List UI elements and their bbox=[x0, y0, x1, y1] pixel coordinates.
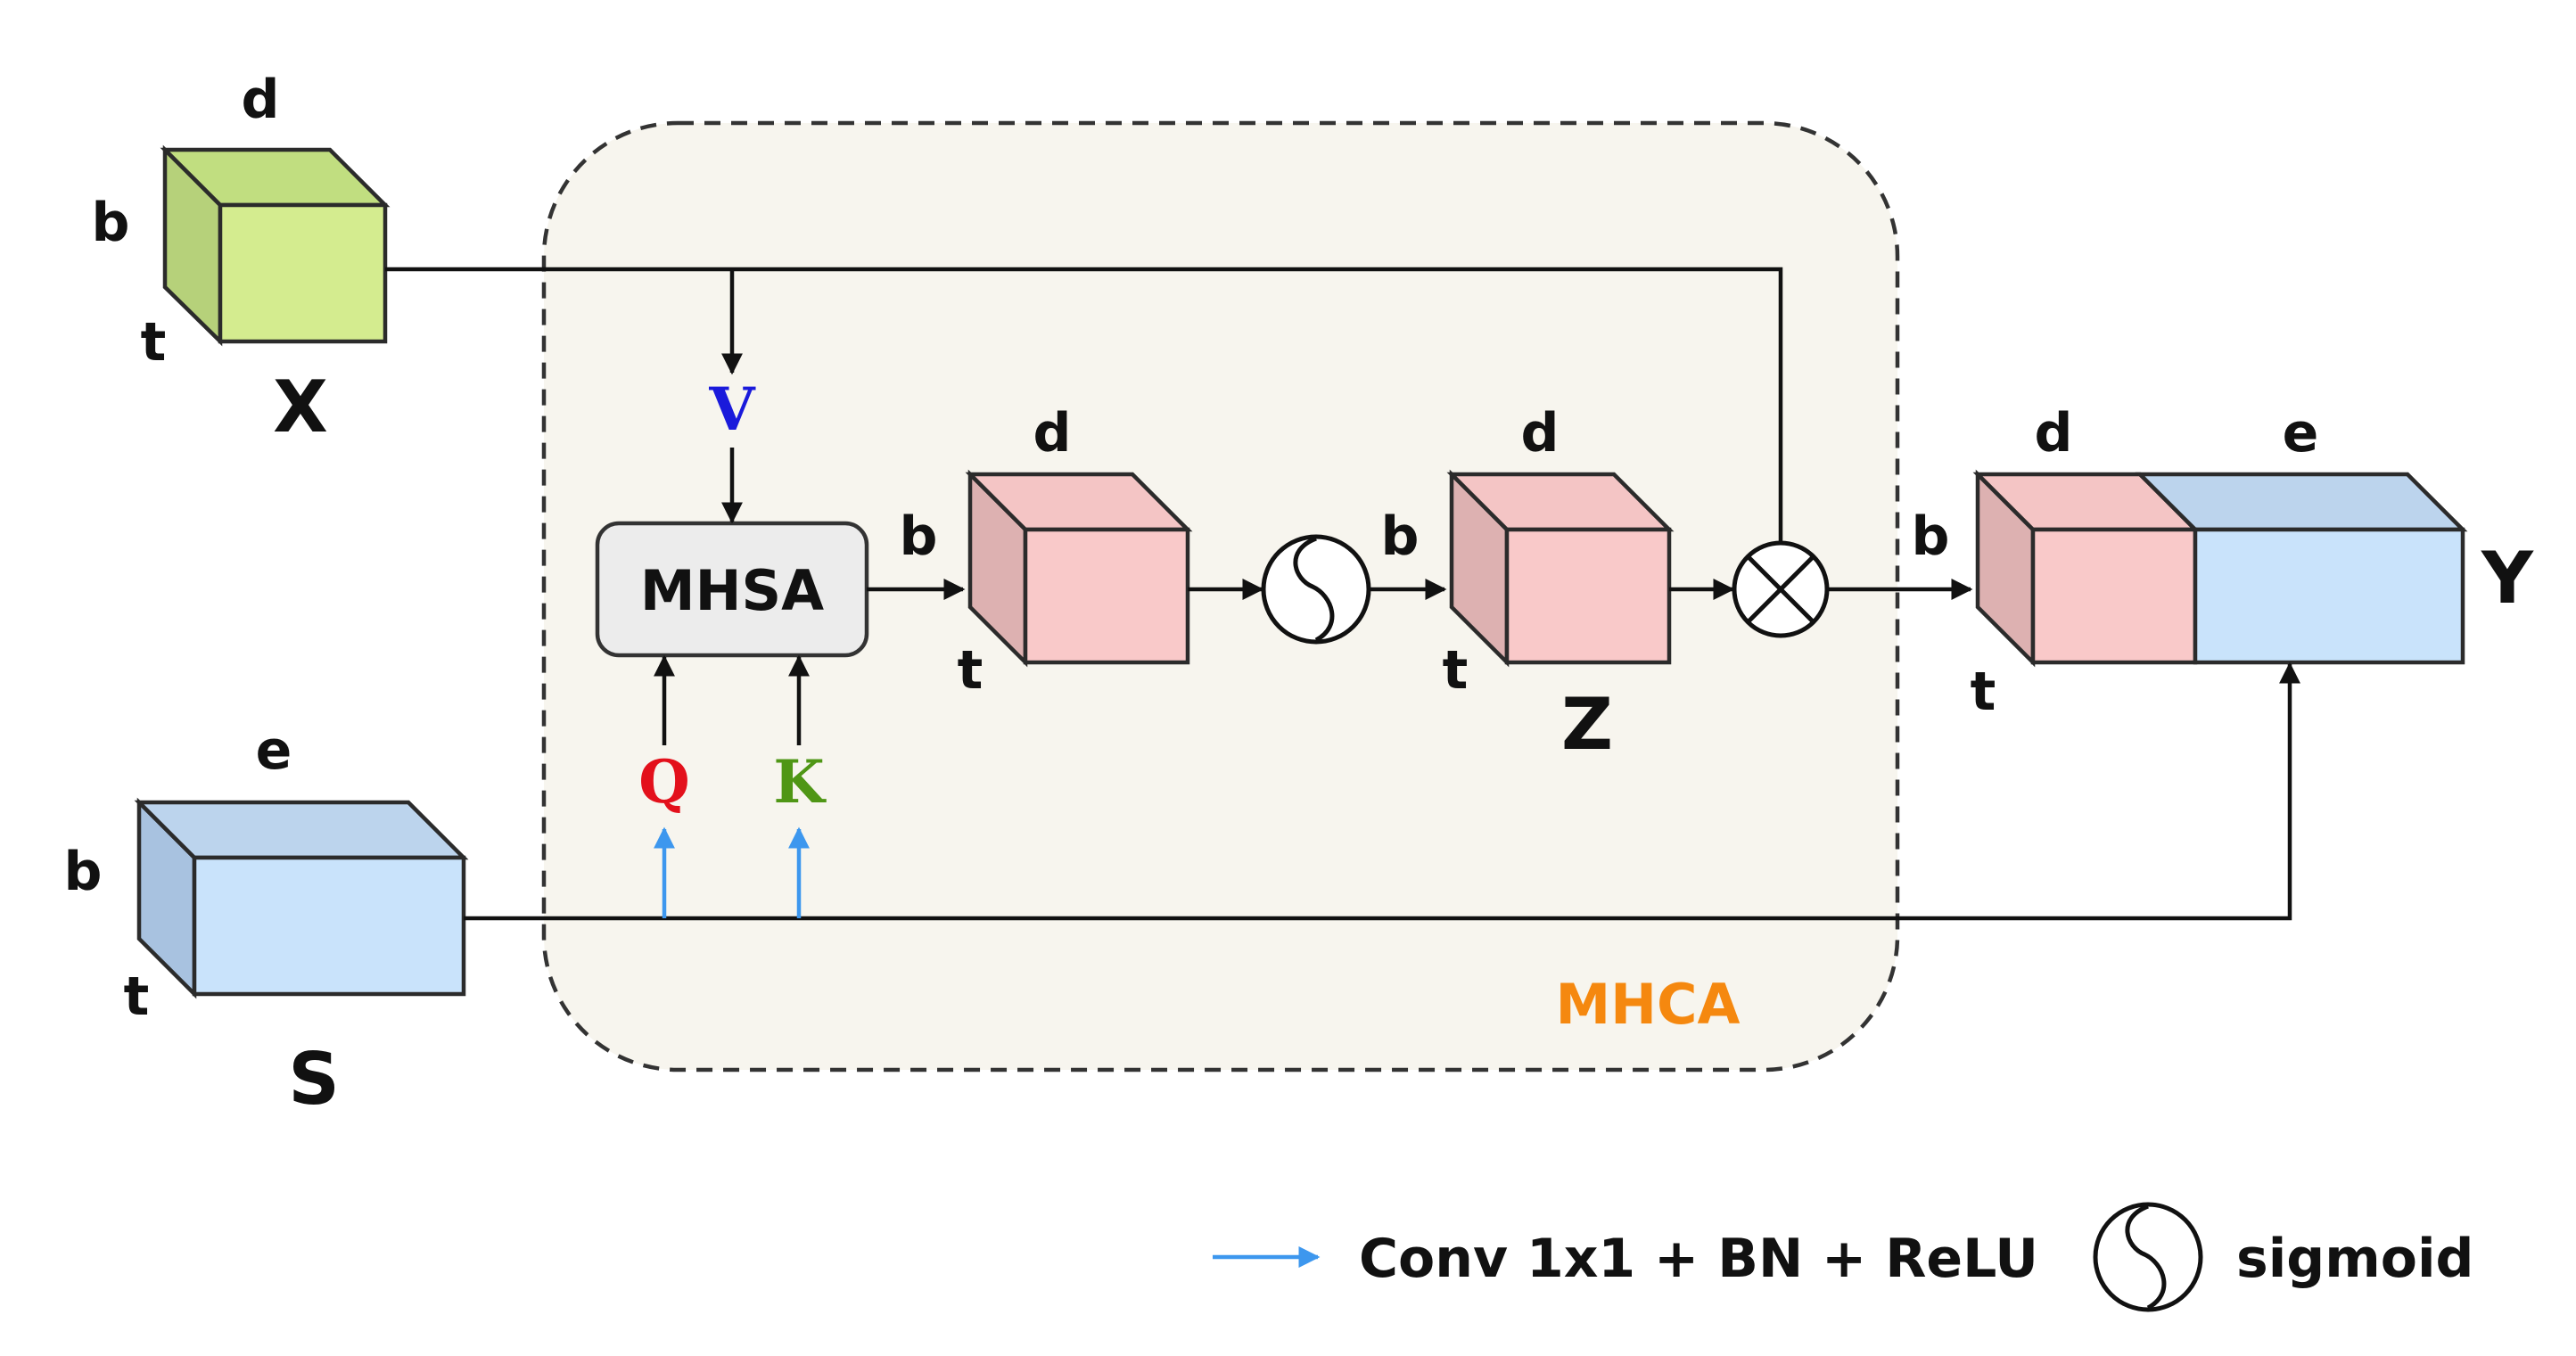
key-label: K bbox=[773, 747, 827, 817]
tensor-x-front bbox=[218, 202, 388, 344]
tensor-z: d b t Z bbox=[1381, 402, 1675, 766]
attn-out-time-label: t bbox=[958, 639, 983, 702]
tensor-x: d b t X bbox=[92, 69, 391, 448]
legend-conv-label: Conv 1x1 + BN + ReLU bbox=[1359, 1228, 2038, 1290]
tensor-s-top bbox=[134, 800, 469, 860]
tensor-s-height-label: b bbox=[64, 841, 103, 903]
tensor-s-name: S bbox=[288, 1038, 340, 1121]
sigmoid-operator bbox=[1261, 534, 1371, 645]
tensor-z-name: Z bbox=[1561, 683, 1613, 766]
legend-sigmoid-label: sigmoid bbox=[2236, 1228, 2473, 1290]
tensor-y-front-pink bbox=[2030, 527, 2198, 665]
multiply-cross-b bbox=[1746, 555, 1815, 624]
tensor-x-time-label: t bbox=[141, 311, 167, 374]
tensor-y-front-blue bbox=[2193, 527, 2465, 665]
attn-out-front bbox=[1023, 527, 1190, 665]
tensor-y: d e b t Y bbox=[1912, 402, 2535, 723]
tensor-s: e b t S bbox=[64, 719, 469, 1121]
tensor-y-depth-label-e: e bbox=[2283, 402, 2319, 464]
mhca-label: MHCA bbox=[1555, 972, 1740, 1037]
tensor-y-top-blue bbox=[2135, 472, 2468, 532]
multiply-operator bbox=[1732, 540, 1830, 638]
tensor-x-name: X bbox=[273, 366, 328, 448]
tensor-z-time-label: t bbox=[1443, 639, 1469, 702]
legend-sigmoid-curve bbox=[2125, 1204, 2167, 1311]
tensor-x-depth-label: d bbox=[242, 69, 280, 131]
attn-out-height-label: b bbox=[900, 505, 938, 568]
legend: Conv 1x1 + BN + ReLU sigmoid bbox=[1213, 1202, 2473, 1312]
tensor-y-name: Y bbox=[2481, 537, 2534, 620]
tensor-s-time-label: t bbox=[124, 966, 150, 1028]
value-label: V bbox=[708, 374, 756, 444]
tensor-y-height-label: b bbox=[1912, 505, 1950, 568]
tensor-s-depth-label: e bbox=[256, 719, 292, 782]
tensor-attention-output: d b t bbox=[900, 402, 1193, 702]
mhsa-label: MHSA bbox=[640, 558, 824, 623]
tensor-x-height-label: b bbox=[92, 192, 130, 254]
edge-x-to-multiply bbox=[385, 267, 1791, 569]
edge-s-to-y bbox=[464, 662, 2300, 921]
query-label: Q bbox=[638, 747, 690, 817]
tensor-y-depth-label-d: d bbox=[2035, 402, 2073, 464]
tensor-z-depth-label: d bbox=[1521, 402, 1560, 464]
tensor-z-front bbox=[1504, 527, 1672, 665]
tensor-y-time-label: t bbox=[1971, 661, 1996, 723]
tensor-z-height-label: b bbox=[1381, 505, 1420, 568]
sigmoid-curve bbox=[1293, 536, 1335, 643]
attn-out-depth-label: d bbox=[1033, 402, 1072, 464]
tensor-s-front bbox=[192, 855, 466, 997]
mhca-region bbox=[541, 120, 1900, 1072]
